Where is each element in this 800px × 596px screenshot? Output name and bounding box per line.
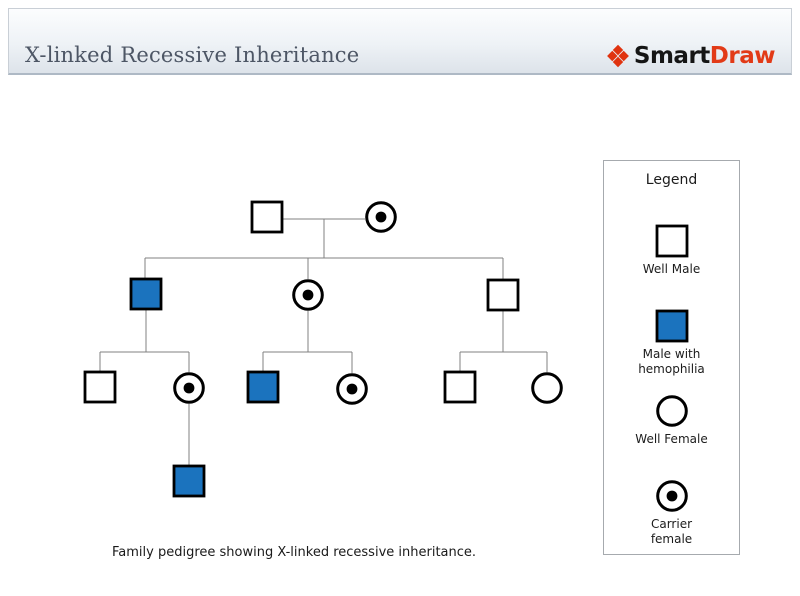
- pedigree-node-III-2-carrier-female: [173, 372, 205, 404]
- page-title: X-linked Recessive Inheritance: [25, 43, 360, 67]
- legend-title: Legend: [645, 172, 698, 188]
- pedigree-node-III-6-well-female: [531, 372, 563, 404]
- smartdraw-logo: SmartDraw: [607, 43, 776, 69]
- logo-text-smart: Smart: [633, 43, 710, 69]
- well-female-symbol: [655, 395, 688, 427]
- smartdraw-logo-text: SmartDraw: [633, 43, 776, 69]
- pedigree-node-II-1-affected-male: [129, 277, 163, 311]
- pedigree-node-I-1-well-male: [250, 200, 284, 234]
- caption: Family pedigree showing X-linked recessi…: [112, 545, 477, 560]
- logo-text-draw: Draw: [709, 43, 776, 69]
- pedigree-node-II-2-carrier-female: [292, 279, 324, 311]
- male-with-hemophilia-symbol: [655, 309, 688, 343]
- legend-item-label: Well Male: [642, 262, 701, 276]
- well-male-symbol: [655, 224, 688, 258]
- pedigree-node-III-4-carrier-female: [336, 373, 368, 405]
- smartdraw-diamond-icon: [607, 44, 629, 68]
- pedigree-node-IV-1-affected-male: [172, 464, 206, 498]
- legend-item-well-female: Well Female: [604, 393, 739, 447]
- pedigree-node-I-2-carrier-female: [365, 201, 397, 233]
- header-bar: X-linked Recessive Inheritance SmartDraw: [8, 8, 792, 75]
- legend-item-well-male: Well Male: [604, 223, 739, 277]
- pedigree-node-III-5-well-male: [443, 370, 477, 404]
- pedigree-node-III-1-well-male: [83, 370, 117, 404]
- pedigree-node-III-3-affected-male: [246, 370, 280, 404]
- carrier-female-symbol: [655, 480, 688, 512]
- pedigree-node-II-3-well-male: [486, 278, 520, 312]
- legend-item-label: Well Female: [635, 432, 708, 446]
